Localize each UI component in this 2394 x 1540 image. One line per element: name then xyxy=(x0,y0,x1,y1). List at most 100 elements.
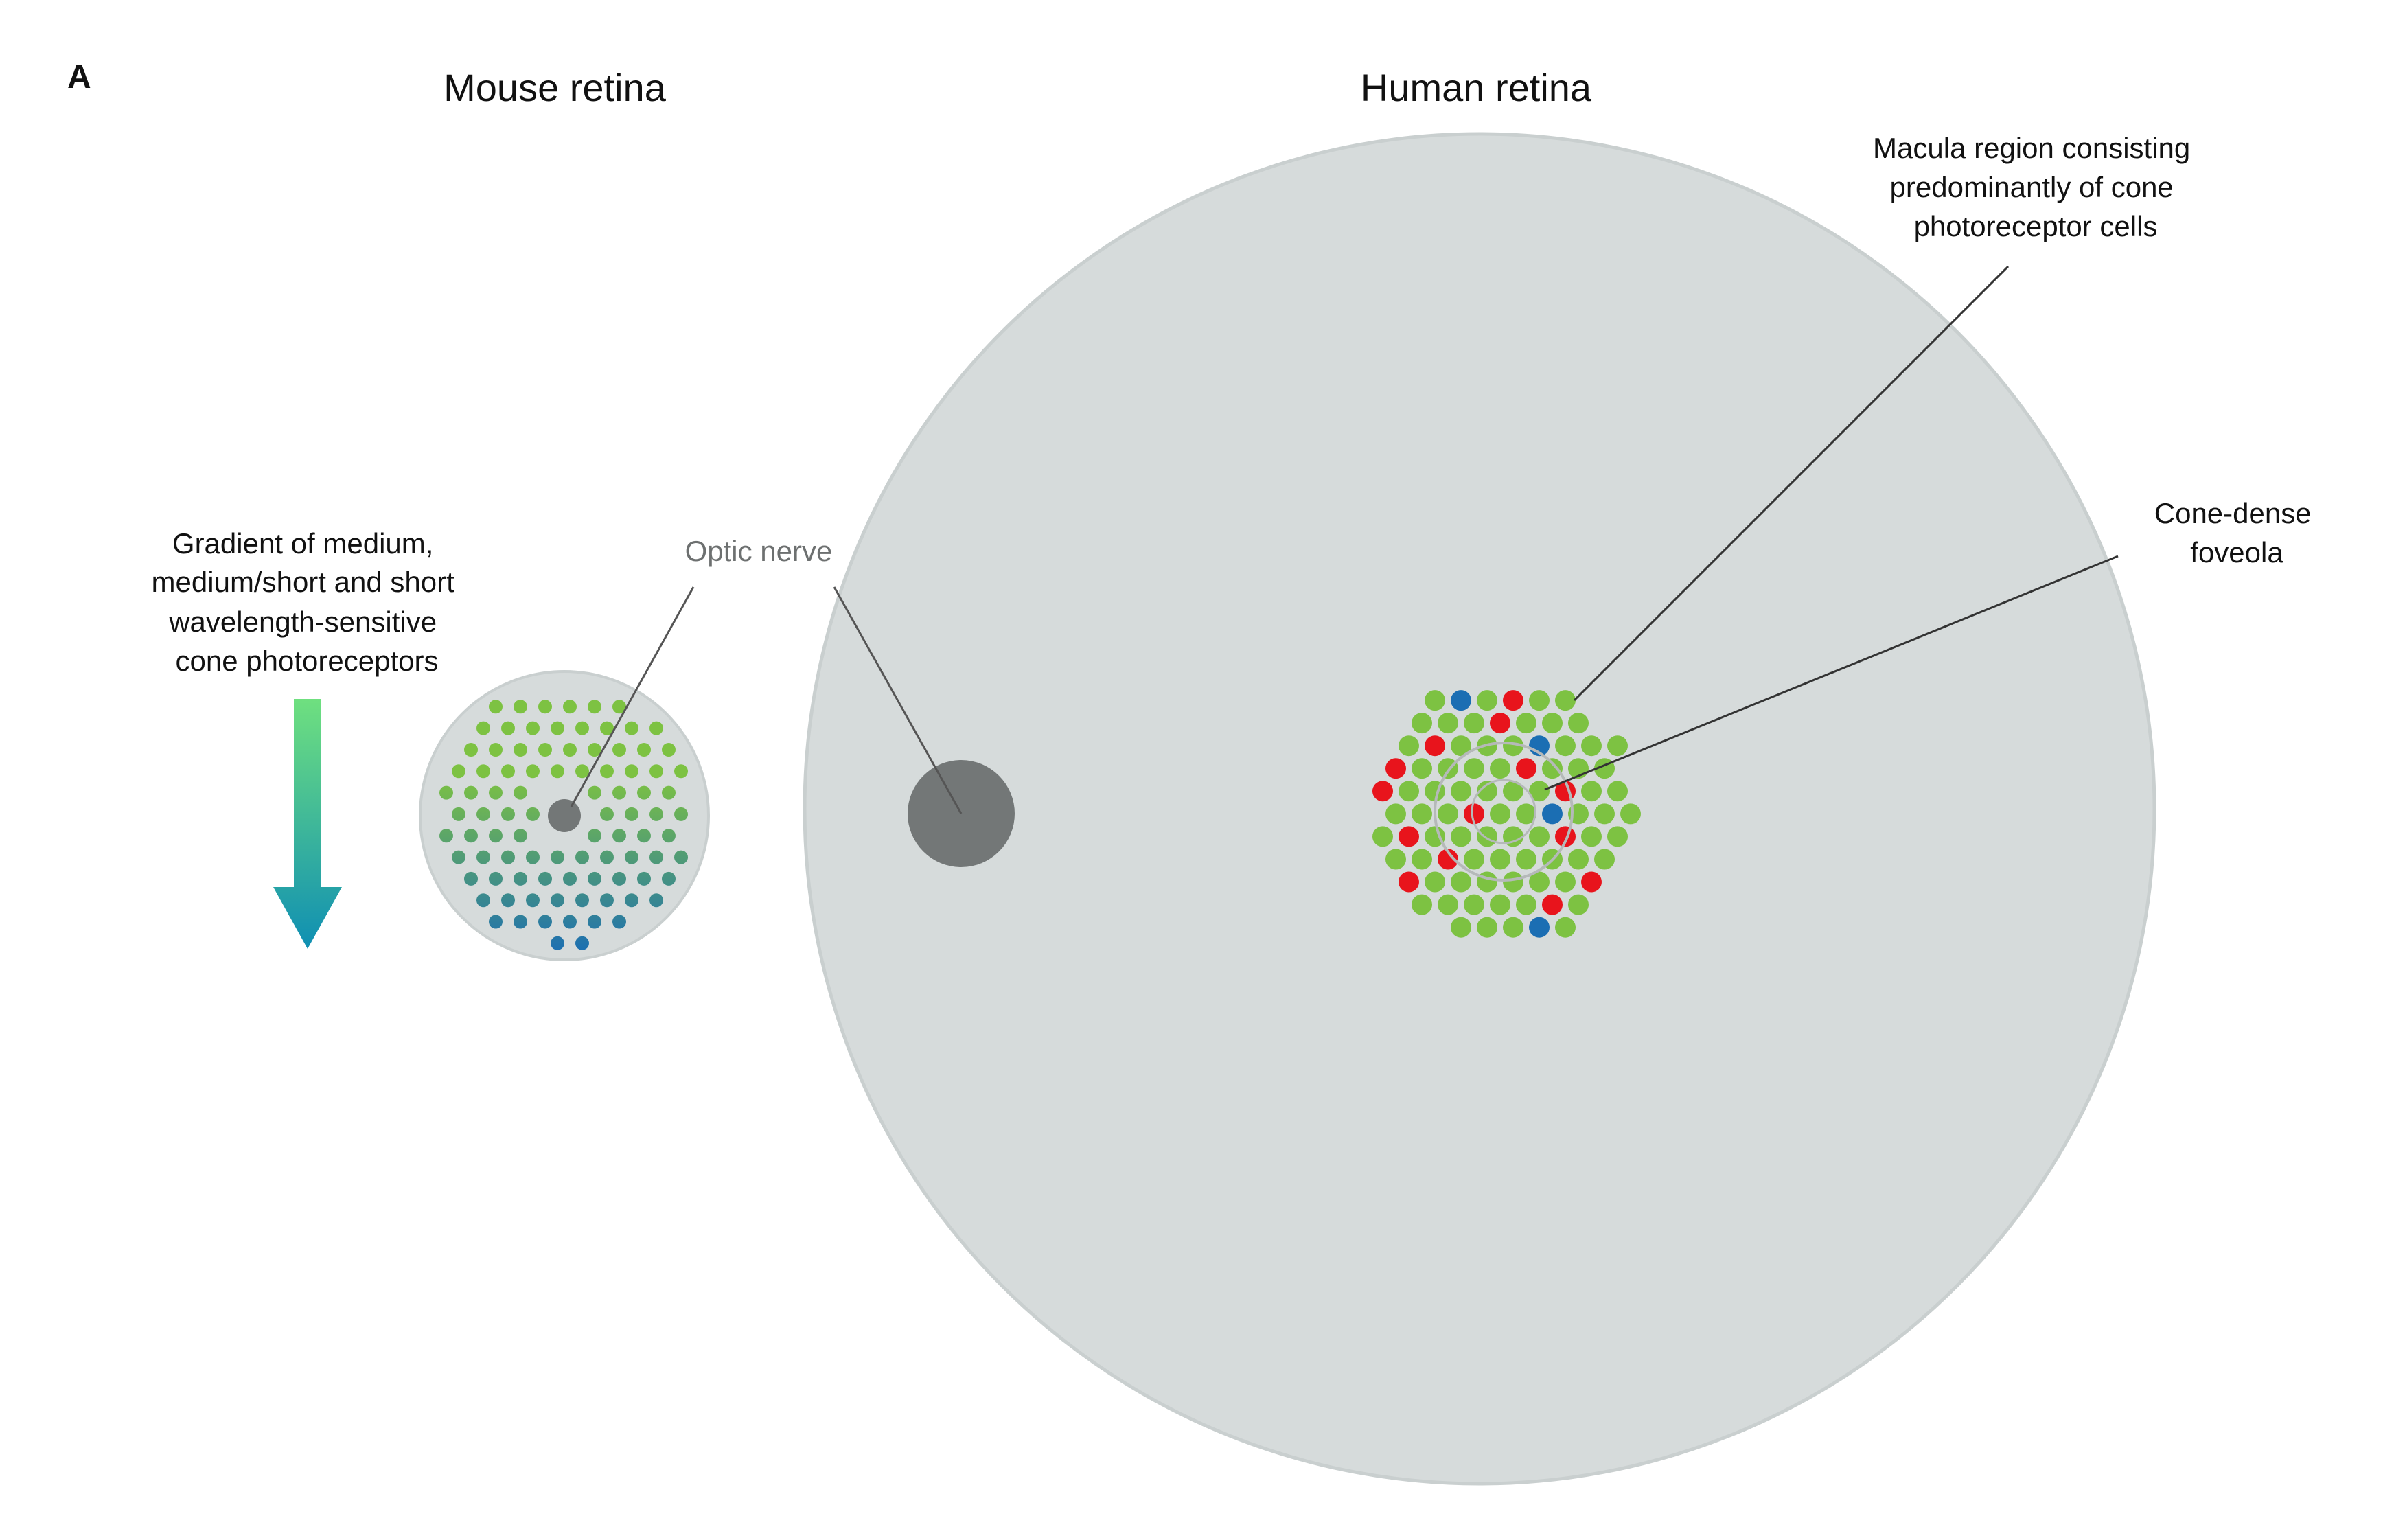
mouse-retina xyxy=(419,670,710,961)
mouse-cone-cell xyxy=(575,721,589,735)
macula-cone-cell xyxy=(1594,849,1615,870)
panel-label: A xyxy=(67,59,91,95)
mouse-cone-cell xyxy=(588,871,601,886)
mouse-cone-cell xyxy=(600,721,614,735)
mouse-cone-cell xyxy=(501,850,515,864)
macula-cone-cell xyxy=(1568,713,1589,734)
mouse-cone-cell xyxy=(514,915,527,929)
down-arrow-icon xyxy=(273,699,342,949)
macula-cone-cell xyxy=(1477,826,1497,847)
macula-label-line: Macula region consisting xyxy=(1873,132,2190,164)
macula-leader xyxy=(1573,265,2010,702)
mouse-cone-cell xyxy=(489,743,503,757)
mouse-cone-cell xyxy=(662,785,676,800)
macula-cone-cell xyxy=(1490,849,1510,870)
mouse-cone-cell xyxy=(476,893,490,908)
macula-cone-cell xyxy=(1542,713,1563,734)
macula-cone-cell xyxy=(1425,735,1445,757)
macula-cone-cell xyxy=(1542,758,1563,779)
macula-cone-cell xyxy=(1451,917,1471,938)
gradient-label-line: Gradient of medium, xyxy=(172,527,434,560)
macula-cone-cell xyxy=(1425,871,1445,893)
mouse-cone-cell xyxy=(600,807,614,821)
mouse-cone-cell xyxy=(588,829,601,843)
macula-cone-cell xyxy=(1425,826,1445,847)
macula-cone-cell xyxy=(1620,803,1641,825)
mouse-cone-cell xyxy=(674,807,688,821)
macula-cone-cell xyxy=(1503,826,1523,847)
macula-cone-cell xyxy=(1451,735,1471,757)
mouse-cone-cell xyxy=(588,700,601,714)
mouse-cone-cell xyxy=(452,764,465,779)
macula-cone-cell xyxy=(1581,781,1602,802)
macula-cone-cell xyxy=(1503,917,1523,938)
macula-label-line: photoreceptor cells xyxy=(1914,210,2158,242)
optic-nerve-leader-mouse xyxy=(570,586,695,807)
macula-cone-cell xyxy=(1438,803,1458,825)
mouse-cone-cell xyxy=(600,850,614,864)
mouse-cone-cell xyxy=(637,871,651,886)
mouse-cone-cell xyxy=(662,871,676,886)
macula-cone-cell xyxy=(1425,690,1445,711)
macula-cone-cell xyxy=(1399,871,1419,893)
macula-cone-cell xyxy=(1385,803,1406,825)
macula-cone-cell xyxy=(1555,690,1576,711)
macula-cone-cell xyxy=(1529,690,1550,711)
macula-cone-cell xyxy=(1542,894,1563,915)
mouse-cone-cell xyxy=(662,829,676,843)
mouse-cone-cell xyxy=(476,807,490,821)
mouse-cone-cell xyxy=(526,850,540,864)
mouse-cone-cell xyxy=(625,764,638,779)
macula-cone-cell xyxy=(1399,781,1419,802)
mouse-cone-cell xyxy=(612,871,626,886)
human-retina-title: Human retina xyxy=(1361,66,1592,109)
macula-cone-cell xyxy=(1555,871,1576,893)
mouse-cone-cell xyxy=(514,743,527,757)
mouse-cone-cell xyxy=(551,721,564,735)
mouse-cone-cell xyxy=(612,829,626,843)
mouse-cone-cell xyxy=(526,807,540,821)
macula-cone-cell xyxy=(1581,735,1602,757)
mouse-cone-cell xyxy=(538,700,552,714)
mouse-cone-cell xyxy=(501,764,515,779)
macula-label-line: predominantly of cone xyxy=(1890,171,2174,203)
mouse-cone-cell xyxy=(476,721,490,735)
macula-cone-cell xyxy=(1451,826,1471,847)
mouse-cone-cell xyxy=(674,764,688,779)
macula-cone-cell xyxy=(1477,917,1497,938)
macula-cone-cell xyxy=(1555,917,1576,938)
mouse-cone-cells xyxy=(439,700,688,950)
mouse-cone-cell xyxy=(551,936,564,950)
mouse-cone-cell xyxy=(612,700,626,714)
macula-cone-cell xyxy=(1516,849,1536,870)
macula-cone-cell xyxy=(1529,781,1550,802)
macula-cone-cell xyxy=(1490,713,1510,734)
foveola-ring-inner xyxy=(1471,779,1536,844)
gradient-label-line: medium/short and short xyxy=(152,566,455,598)
mouse-cone-cell xyxy=(625,807,638,821)
mouse-cone-cell xyxy=(526,721,540,735)
macula-cone-cell xyxy=(1542,803,1563,825)
mouse-cone-cell xyxy=(489,785,503,800)
mouse-cone-cell xyxy=(588,915,601,929)
macula-cone-cell xyxy=(1555,735,1576,757)
mouse-cone-cell xyxy=(637,829,651,843)
mouse-cone-cell xyxy=(575,936,589,950)
macula-cone-cell xyxy=(1372,826,1393,847)
gradient-label-line: wavelength-sensitive xyxy=(168,606,437,638)
macula-cone-cell xyxy=(1490,894,1510,915)
mouse-cone-cell xyxy=(625,850,638,864)
macula-cone-cell xyxy=(1399,826,1419,847)
mouse-cone-cell xyxy=(489,871,503,886)
mouse-retina-title: Mouse retina xyxy=(444,66,667,109)
foveola-leader xyxy=(1544,555,2119,791)
mouse-cone-cell xyxy=(464,785,478,800)
mouse-cone-cell xyxy=(464,829,478,843)
mouse-cone-cell xyxy=(464,743,478,757)
optic-nerve-leader-human xyxy=(833,586,963,814)
macula-cone-cell xyxy=(1529,917,1550,938)
mouse-cone-cell xyxy=(563,871,577,886)
mouse-cone-cell xyxy=(649,764,663,779)
macula-cone-cell xyxy=(1529,871,1550,893)
